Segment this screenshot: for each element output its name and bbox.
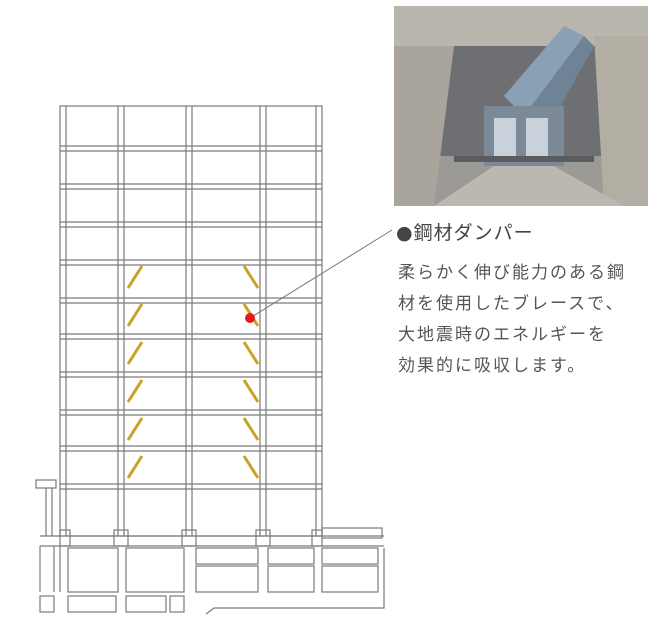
damper-right	[242, 379, 260, 403]
steel-dampers	[126, 265, 260, 479]
callout-description-line: 大地震時のエネルギーを	[398, 325, 607, 345]
damper-left	[126, 341, 144, 365]
damper-marker-dot	[245, 313, 255, 323]
building-frame	[59, 105, 323, 537]
damper-left	[126, 265, 144, 289]
callout-description-line: 効果的に吸収します。	[398, 356, 587, 376]
damper-right	[242, 455, 260, 479]
damper-left	[126, 379, 144, 403]
callout-description: 柔らかく伸び能力のある鋼材を使用したブレースで、大地震時のエネルギーを効果的に吸…	[398, 258, 666, 382]
damper-photo	[394, 6, 648, 206]
basement-structure	[35, 479, 385, 615]
damper-left	[126, 417, 144, 441]
callout-title: ●鋼材ダンパー	[396, 222, 534, 244]
damper-left	[126, 303, 144, 327]
callout-description-line: 柔らかく伸び能力のある鋼	[398, 263, 626, 283]
damper-left	[126, 455, 144, 479]
damper-right	[242, 265, 260, 289]
callout-description-line: 材を使用したブレースで、	[398, 294, 625, 314]
floor-lines	[60, 145, 322, 490]
damper-right	[242, 341, 260, 365]
damper-right	[242, 417, 260, 441]
callout-pointer	[245, 229, 393, 323]
